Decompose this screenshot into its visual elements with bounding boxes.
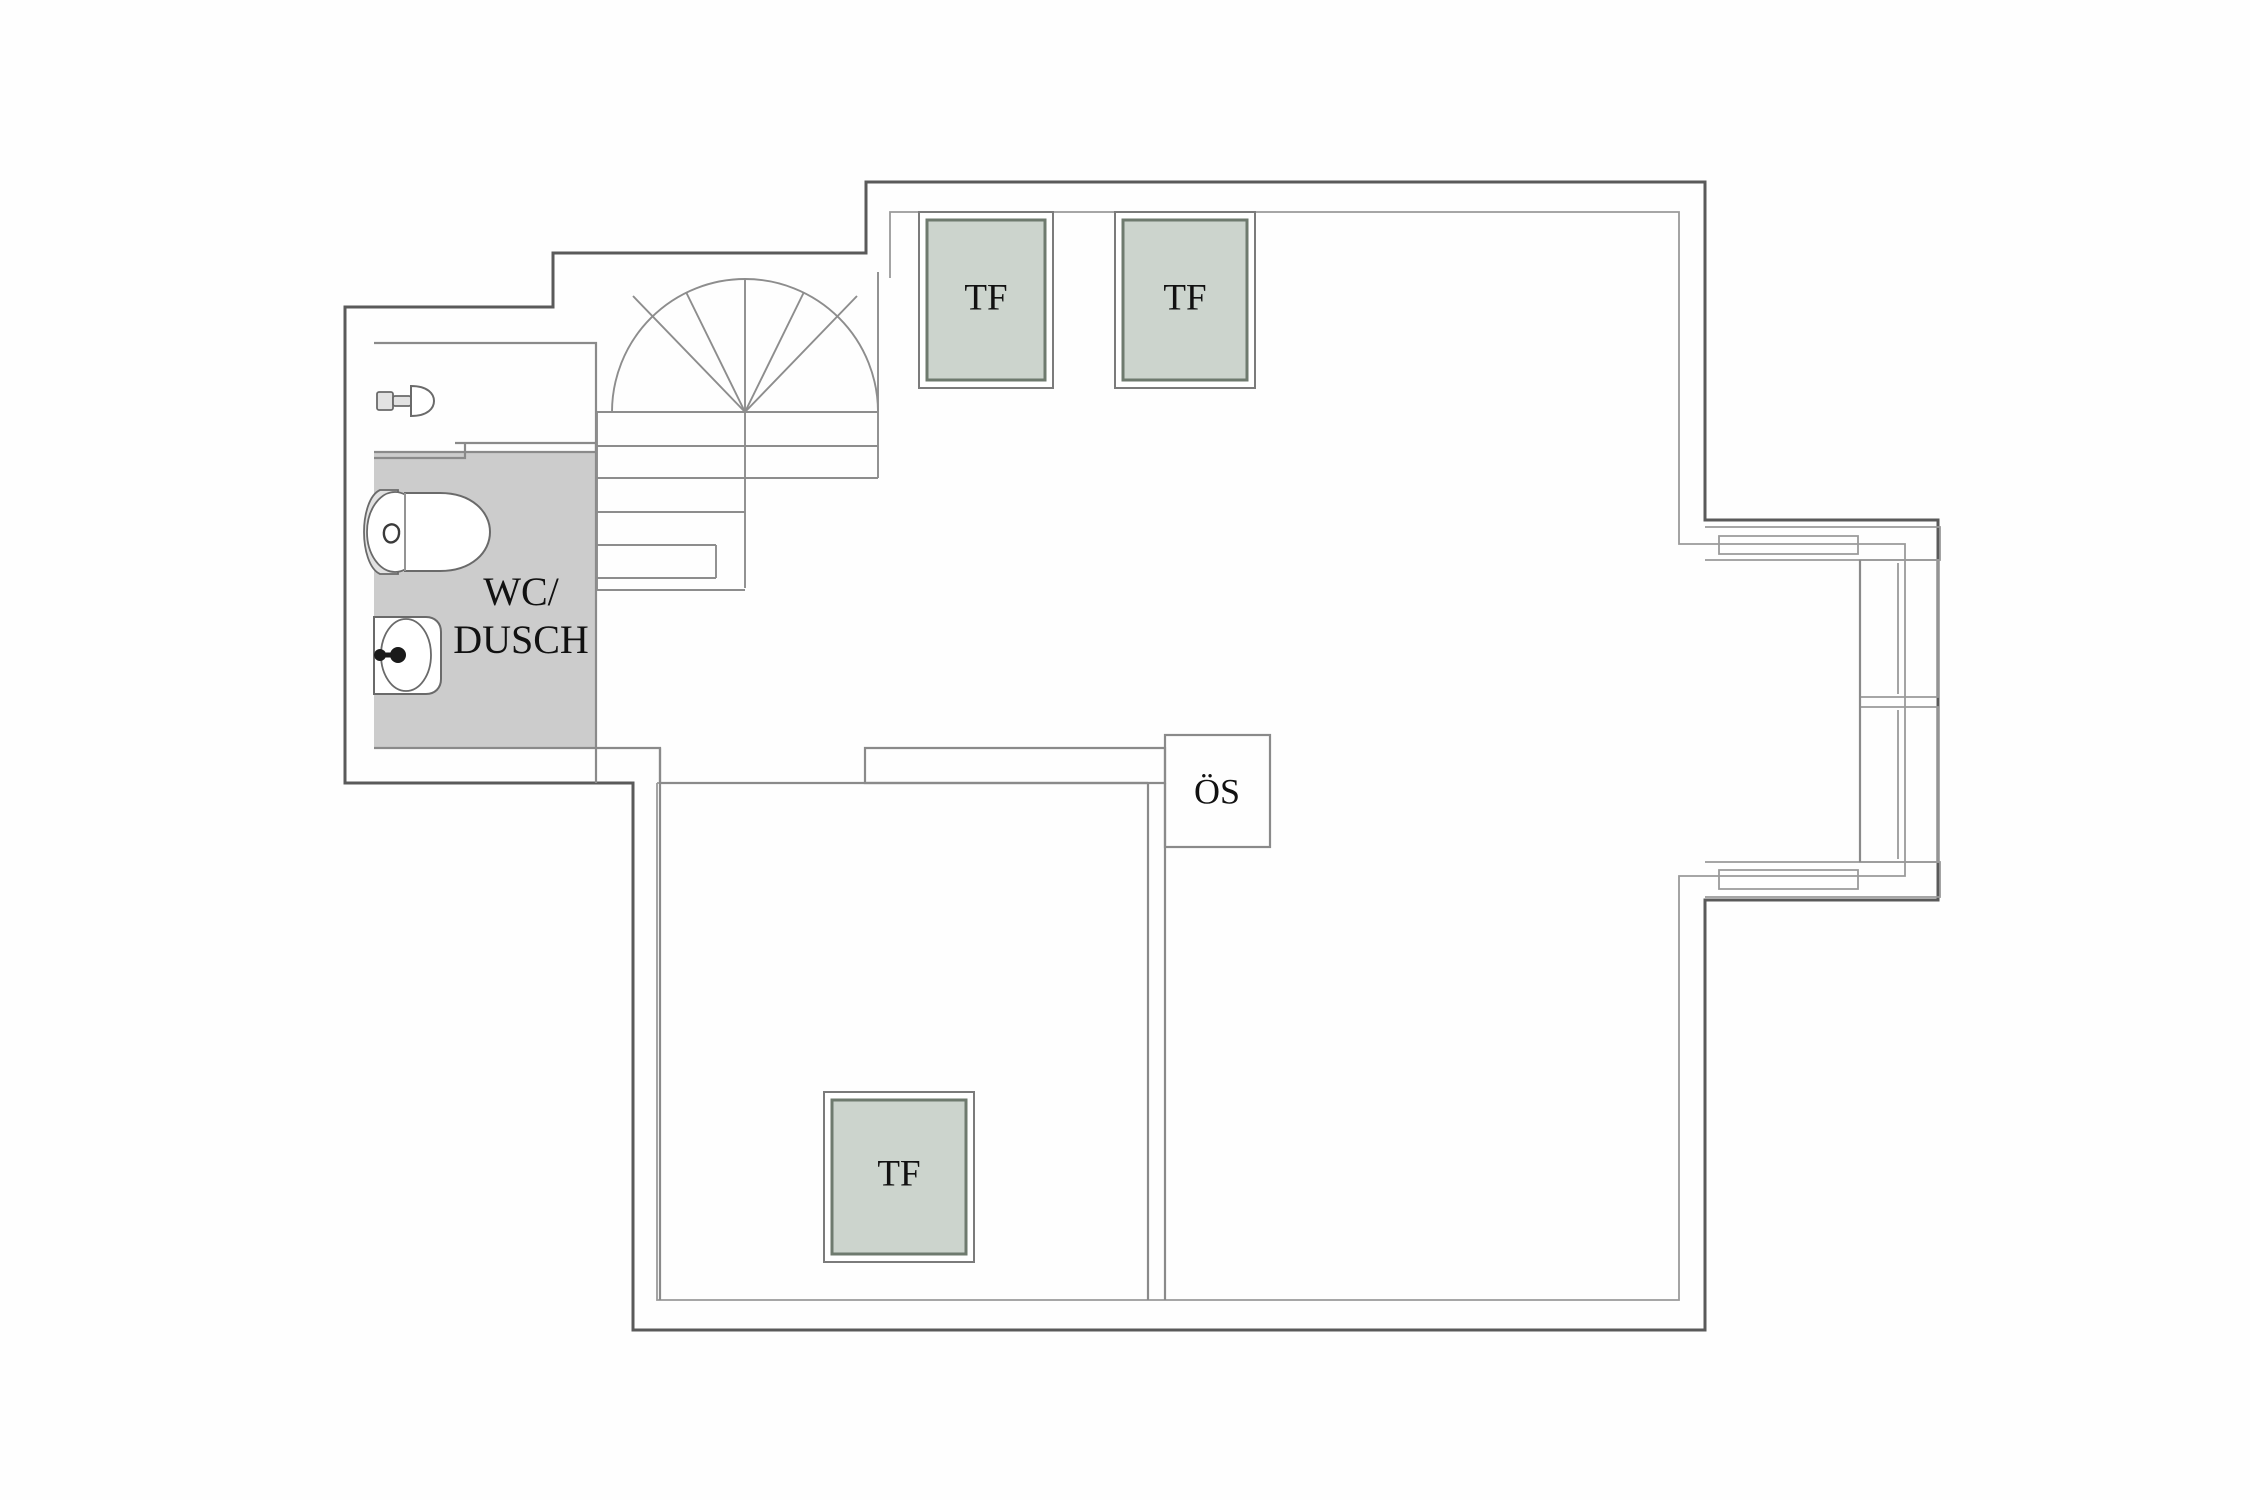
toilet-icon: [363, 489, 492, 575]
room-label-line-2: DUSCH: [453, 617, 589, 662]
window-tf-top-left: TF: [918, 211, 1054, 389]
window-tf-label: TF: [1163, 277, 1206, 318]
os-annotation-box: ÖS: [1163, 733, 1272, 849]
shower-head-icon: [376, 384, 436, 418]
bathroom-walls: [374, 341, 662, 783]
room-label-line-1: WC/: [483, 569, 559, 614]
os-label: ÖS: [1194, 771, 1240, 811]
window-tf-bottom: TF: [823, 1091, 975, 1263]
spiral-staircase: [595, 272, 879, 600]
window-tf-label: TF: [877, 1153, 920, 1194]
bay-window-projection: [1705, 526, 1941, 898]
room-label-wc-dusch: WC/ DUSCH: [453, 569, 589, 662]
building-outer-wall: [343, 180, 1940, 1332]
washbasin-icon: [373, 616, 442, 695]
window-tf-label: TF: [964, 277, 1007, 318]
window-tf-top-right: TF: [1114, 211, 1256, 389]
